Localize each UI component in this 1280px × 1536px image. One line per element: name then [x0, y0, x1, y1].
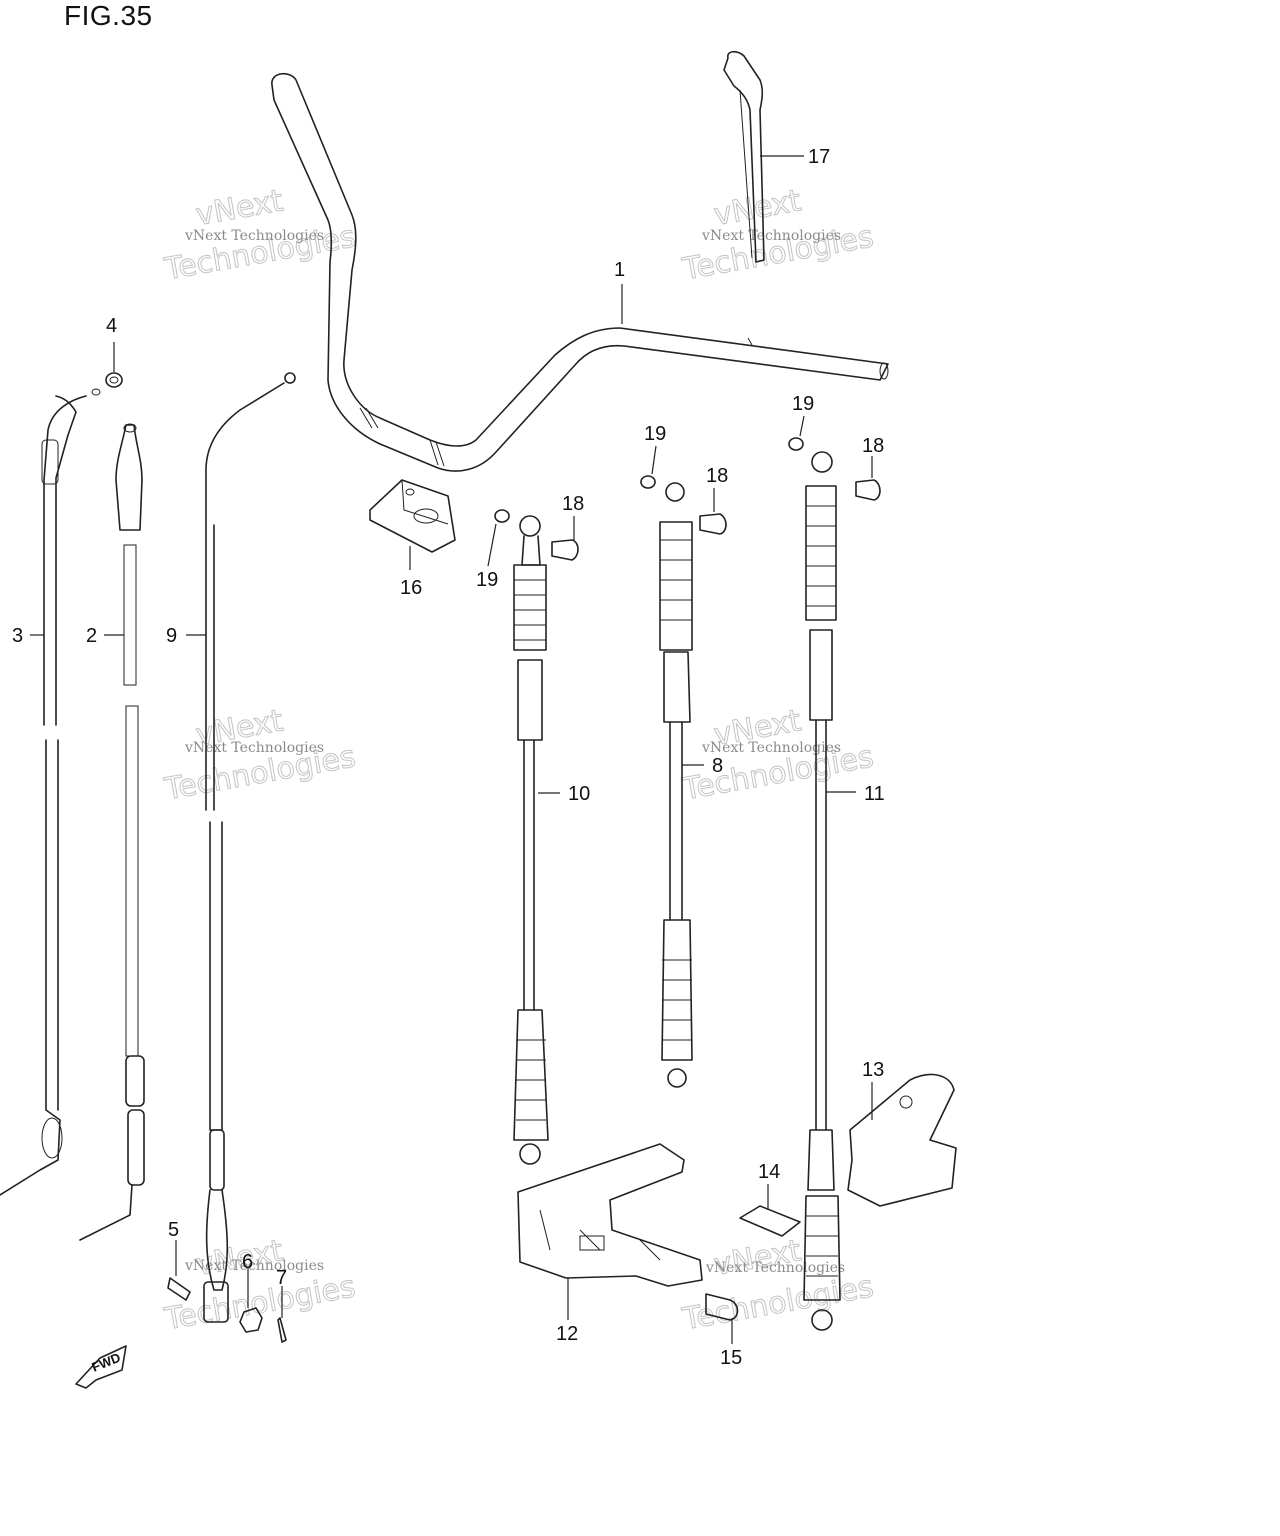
callout-8: 8	[712, 755, 723, 777]
forward-direction-arrow-icon: FWD	[75, 1345, 127, 1389]
callouts: 1 2 3 4 5 6 7 8 9 10 11 12 13 14 15 16 1…	[12, 146, 885, 1369]
watermark-text: vNext Technologies	[705, 1260, 845, 1276]
part-12-bracket	[517, 1143, 703, 1287]
part-16-bracket	[369, 479, 456, 553]
callout-19: 19	[792, 393, 814, 415]
callout-16: 16	[400, 577, 422, 599]
callout-5: 5	[168, 1219, 179, 1241]
part-4-ring	[105, 372, 123, 388]
callout-3: 3	[12, 625, 23, 647]
part-5-bolt	[167, 1277, 191, 1301]
callout-9: 9	[166, 625, 177, 647]
watermark-text: vNext Technologies	[701, 228, 841, 244]
watermark-text: vNext Technologies	[184, 228, 324, 244]
part-9-cable	[203, 372, 296, 1323]
callout-17: 17	[808, 146, 830, 168]
handlebar	[271, 72, 889, 472]
watermark-text: vNext Technologies	[184, 1258, 324, 1274]
part-19-washers	[494, 437, 804, 523]
callout-13: 13	[862, 1059, 884, 1081]
part-6-nut	[239, 1307, 263, 1333]
callout-10: 10	[568, 783, 590, 805]
callout-18: 18	[562, 493, 584, 515]
part-2-cable	[79, 423, 145, 1241]
callout-1: 1	[614, 259, 625, 281]
svg-text:vNext: vNext	[193, 183, 286, 233]
svg-text:Technologies: Technologies	[679, 1269, 876, 1337]
part-7-pin	[277, 1317, 287, 1343]
part-3-cable	[0, 388, 101, 1196]
svg-text:vNext: vNext	[711, 183, 804, 233]
part-10-cable	[513, 515, 549, 1165]
callout-7: 7	[276, 1267, 287, 1289]
callout-18: 18	[862, 435, 884, 457]
part-11-cable	[803, 451, 841, 1331]
callout-19: 19	[476, 569, 498, 591]
part-15-bolt	[705, 1293, 739, 1321]
callout-2: 2	[86, 625, 97, 647]
callout-18: 18	[706, 465, 728, 487]
watermark-text: vNext Technologies	[184, 740, 324, 756]
callout-leaders	[30, 155, 873, 1344]
part-14-clip	[739, 1205, 801, 1237]
watermark: vNext Technologies	[161, 1233, 359, 1338]
part-18-bolts	[551, 479, 881, 561]
callout-19: 19	[644, 423, 666, 445]
callout-14: 14	[758, 1161, 780, 1183]
callout-4: 4	[106, 315, 117, 337]
callout-6: 6	[242, 1251, 253, 1273]
callout-12: 12	[556, 1323, 578, 1345]
figure-title: FIG.35	[64, 0, 153, 31]
part-17-rod	[723, 50, 765, 263]
part-8-cable	[659, 482, 693, 1088]
callout-15: 15	[720, 1347, 742, 1369]
callout-11: 11	[864, 783, 885, 805]
watermark-text: vNext Technologies	[701, 740, 841, 756]
part-13-bracket	[847, 1073, 957, 1207]
